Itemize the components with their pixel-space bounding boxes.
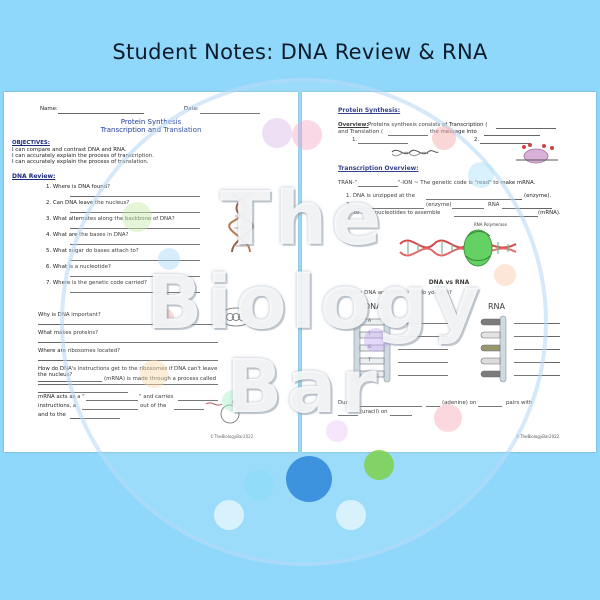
question-2: 2. Can DNA leave the nucleus? xyxy=(46,200,130,206)
watermark-line-1: The xyxy=(220,176,386,262)
step-2e: (mRNA). xyxy=(538,210,561,216)
dna-review-title: DNA Review: xyxy=(12,173,56,180)
heading-transcription-translation: Transcription and Translation xyxy=(100,126,202,134)
heading-protein-synthesis: Protein Synthesis xyxy=(120,118,182,126)
right-footer: ©TheBiologyBar2022 xyxy=(516,434,560,439)
mrna-line-2: mRNA acts as a " xyxy=(38,394,85,400)
banner-title: Student Notes: DNA Review & RNA xyxy=(112,40,488,64)
objectives-title: OBJECTIVES: xyxy=(12,140,50,146)
mrna-line-4: and to the xyxy=(38,412,66,418)
translation-mini-icon xyxy=(516,143,558,164)
overview-item-2: 2. xyxy=(474,137,480,143)
objective-3: I can accurately explain the process of … xyxy=(12,159,149,165)
objective-1: I can compare and contrast DNA and RNA. xyxy=(12,147,127,153)
mrna-line-3: instructions, a xyxy=(38,403,77,409)
question-instructions-line2: the nucleus? xyxy=(38,372,73,378)
objective-2: I can accurately explain the process of … xyxy=(12,153,154,159)
step-1b: (enzyme). xyxy=(524,193,552,199)
name-label: Name: xyxy=(40,106,58,112)
question-1: 1. Where is DNA found? xyxy=(46,184,110,190)
watermark-line-3: Bar xyxy=(226,344,381,430)
watermark-line-2: Biology xyxy=(146,260,485,346)
